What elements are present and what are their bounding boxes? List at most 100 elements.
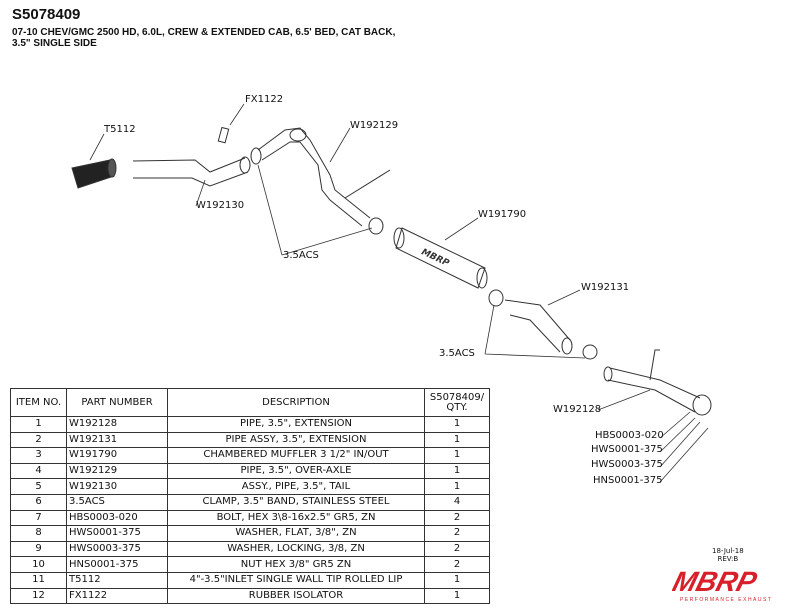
rubber-isolator <box>217 126 230 144</box>
callout-hws0001-375: HWS0001-375 <box>591 444 663 455</box>
callout-w192130: W192130 <box>196 200 245 211</box>
part-number-cell: W191790 <box>66 447 168 464</box>
part-number-cell: HBS0003-020 <box>66 509 168 527</box>
qty-cell: 1 <box>424 571 490 589</box>
over-axle-pipe <box>257 127 371 227</box>
qty-cell: 1 <box>424 478 490 495</box>
item-no-cell: 3 <box>10 447 67 464</box>
qty-cell: 4 <box>424 493 490 511</box>
item-no-cell: 12 <box>10 587 67 605</box>
table-header-row: ITEM NO. PART NUMBER DESCRIPTION S507840… <box>10 388 490 417</box>
qty-cell: 1 <box>424 431 490 449</box>
kit-part-number: S5078409 <box>12 6 81 23</box>
item-no-cell: 1 <box>10 416 67 433</box>
description-cell: WASHER, LOCKING, 3/8, ZN <box>167 540 425 558</box>
exhaust-tip <box>71 158 117 189</box>
callout-t5112: T5112 <box>104 124 136 135</box>
description-cell: CHAMBERED MUFFLER 3 1/2" IN/OUT <box>167 447 425 464</box>
description-cell: PIPE, 3.5", OVER-AXLE <box>167 462 425 480</box>
callout-hns0001-375: HNS0001-375 <box>593 475 663 486</box>
item-no-cell: 10 <box>10 556 67 573</box>
part-number-cell: HWS0003-375 <box>66 540 168 558</box>
bill-of-materials-table: ITEM NO. PART NUMBER DESCRIPTION S507840… <box>10 388 490 605</box>
part-number-cell: W192128 <box>66 416 168 433</box>
description-cell: BOLT, HEX 3\8-16x2.5" GR5, ZN <box>167 509 425 527</box>
callout-fx1122: FX1122 <box>245 94 284 105</box>
svg-text:PERFORMANCE EXHAUST: PERFORMANCE EXHAUST <box>680 597 772 603</box>
part-number-cell: HNS0001-375 <box>66 556 168 573</box>
item-no-cell: 4 <box>10 462 67 480</box>
description-cell: ASSY., PIPE, 3.5", TAIL <box>167 478 425 495</box>
tail-pipe <box>132 157 249 187</box>
svg-text:MBRP: MBRP <box>420 247 451 269</box>
callout-hws0003-375: HWS0003-375 <box>591 459 663 470</box>
mbrp-logo: MBRP PERFORMANCE EXHAUST <box>672 566 772 603</box>
revision-label: REV:B <box>717 555 739 563</box>
callout-w192128: W192128 <box>553 404 602 415</box>
callout-w191790: W191790 <box>478 209 527 220</box>
qty-cell: 1 <box>424 462 490 480</box>
revision-block: 18-Jul-18 REV:B <box>712 547 744 563</box>
item-no-cell: 9 <box>10 540 67 558</box>
description-cell: RUBBER ISOLATOR <box>167 587 425 605</box>
header-item-no: ITEM NO. <box>10 388 67 417</box>
part-number-cell: W192131 <box>66 431 168 449</box>
svg-text:MBRP: MBRP <box>672 566 761 597</box>
item-no-cell: 5 <box>10 478 67 495</box>
qty-cell: 2 <box>424 556 490 573</box>
description-cell: NUT HEX 3/8" GR5 ZN <box>167 556 425 573</box>
part-number-cell: W192129 <box>66 462 168 480</box>
description-cell: PIPE ASSY, 3.5", EXTENSION <box>167 431 425 449</box>
item-no-cell: 11 <box>10 571 67 589</box>
description-cell: PIPE, 3.5", EXTENSION <box>167 416 425 433</box>
item-no-cell: 2 <box>10 431 67 449</box>
description-cell: 4"-3.5"INLET SINGLE WALL TIP ROLLED LIP <box>167 571 425 589</box>
part-number-cell: FX1122 <box>66 587 168 605</box>
revision-date: 18-Jul-18 <box>712 547 744 555</box>
clamp <box>368 217 384 235</box>
header-qty: S5078409/ QTY. <box>424 388 490 417</box>
qty-cell: 1 <box>424 447 490 464</box>
kit-description: 07-10 CHEV/GMC 2500 HD, 6.0L, CREW & EXT… <box>12 27 396 49</box>
extension-pipe-assy <box>504 299 571 353</box>
callout-w192131: W192131 <box>581 282 630 293</box>
part-number-cell: 3.5ACS <box>66 493 168 511</box>
qty-cell: 2 <box>424 525 490 542</box>
muffler: MBRP <box>393 227 488 289</box>
clamp <box>488 289 504 307</box>
callout-hbs0003-020: HBS0003-020 <box>595 430 664 441</box>
extension-pipe <box>607 349 701 413</box>
description-cell: WASHER, FLAT, 3/8", ZN <box>167 525 425 542</box>
qty-cell: 2 <box>424 509 490 527</box>
qty-cell: 1 <box>424 416 490 433</box>
part-number-cell: HWS0001-375 <box>66 525 168 542</box>
description-cell: CLAMP, 3.5" BAND, STAINLESS STEEL <box>167 493 425 511</box>
item-no-cell: 7 <box>10 509 67 527</box>
item-no-cell: 6 <box>10 493 67 511</box>
callout-3-5acs: 3.5ACS <box>283 250 319 261</box>
item-no-cell: 8 <box>10 525 67 542</box>
part-number-cell: T5112 <box>66 571 168 589</box>
qty-cell: 2 <box>424 540 490 558</box>
qty-cell: 1 <box>424 587 490 605</box>
callout-w192129: W192129 <box>350 120 399 131</box>
callout-3-5acs: 3.5ACS <box>439 348 475 359</box>
clamp <box>582 344 598 360</box>
clamp <box>250 147 262 165</box>
header-part-number: PART NUMBER <box>66 388 168 417</box>
header-description: DESCRIPTION <box>167 388 425 417</box>
part-number-cell: W192130 <box>66 478 168 495</box>
